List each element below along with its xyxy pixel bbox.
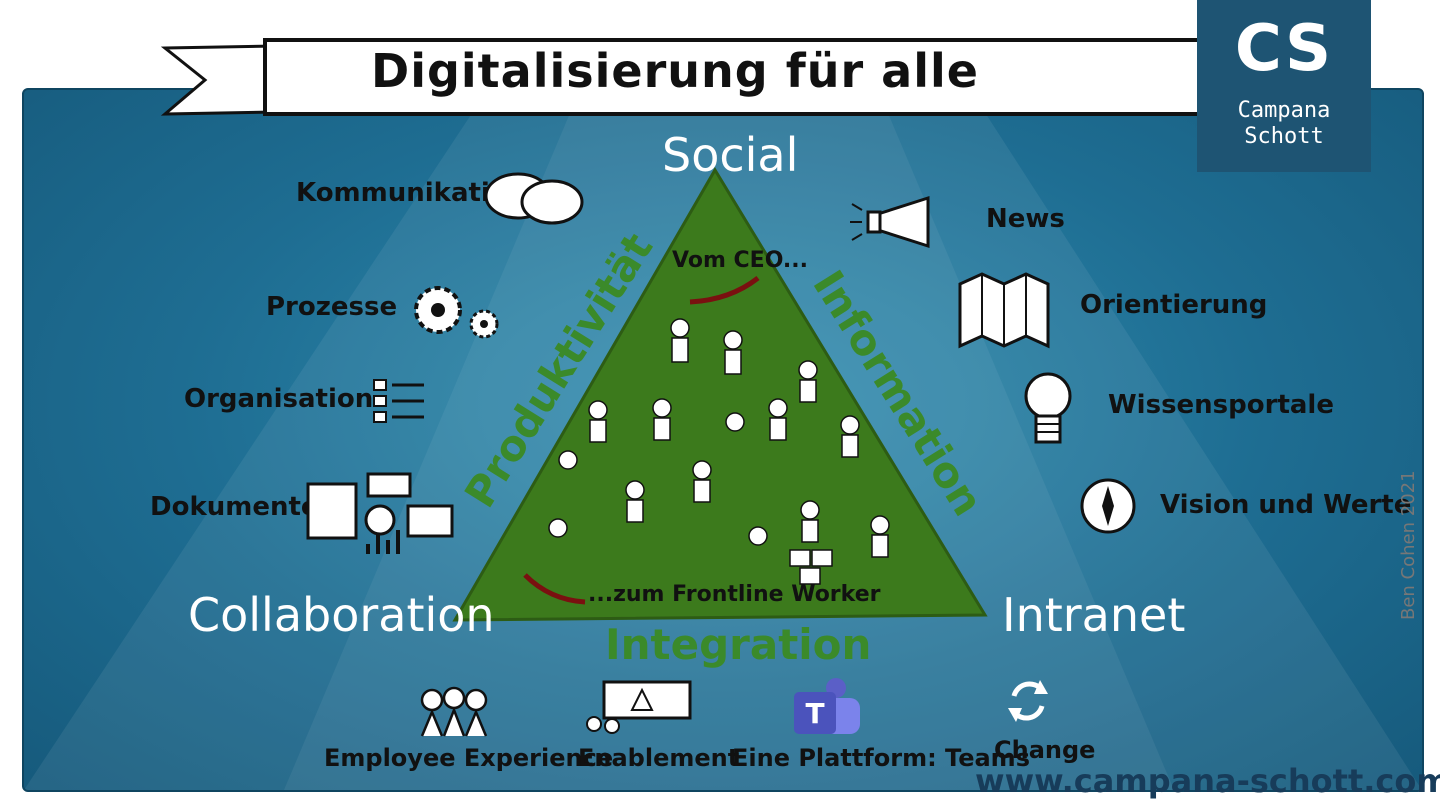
item-orientierung: Orientierung [1080,290,1268,320]
item-eine-plattform-teams: Eine Plattform: Teams [732,744,1030,772]
svg-text:T: T [805,697,824,730]
corner-social: Social [662,128,799,182]
item-wissensportale: Wissensportale [1108,390,1334,420]
item-organisation: Organisation [184,384,374,414]
side-integration: Integration [605,620,872,669]
refresh-icon [1008,680,1048,722]
logo-initials: CS [1234,12,1334,86]
people-icon [420,686,488,737]
map-icon [958,272,1050,349]
website-url[interactable]: www.campana-schott.com [975,762,1440,800]
lightbulb-icon [1024,372,1072,444]
bottom-note: ...zum Frontline Worker [588,582,881,607]
item-employee-experience: Employee Experience [324,744,614,772]
corner-collaboration: Collaboration [188,588,495,642]
item-news: News [986,204,1065,234]
teams-icon: T [794,678,860,734]
speech-bubbles-icon [484,172,584,225]
compass-icon [1080,478,1136,534]
item-prozesse: Prozesse [266,292,398,322]
megaphone-icon [850,195,930,249]
item-vision-und-werte: Vision und Werte [1160,490,1412,520]
corner-intranet: Intranet [1002,588,1186,642]
artist-credit: Ben Cohen 2021 [1398,470,1419,620]
logo-name: Campana Schott [1237,98,1331,149]
item-enablement: Enablement [578,744,740,772]
item-dokumente: Dokumente [150,492,319,522]
item-change: Change [994,736,1096,764]
campana-schott-logo: CS Campana Schott [1197,0,1371,172]
gears-icon [414,286,499,339]
documents-icon [306,472,454,554]
checklist-icon [373,379,424,423]
page-title: Digitalisierung für alle [371,44,979,98]
presentation-icon [586,680,692,734]
pyramid-triangle [452,167,988,622]
top-note: Vom CEO... [672,248,808,273]
people-network [548,318,890,585]
